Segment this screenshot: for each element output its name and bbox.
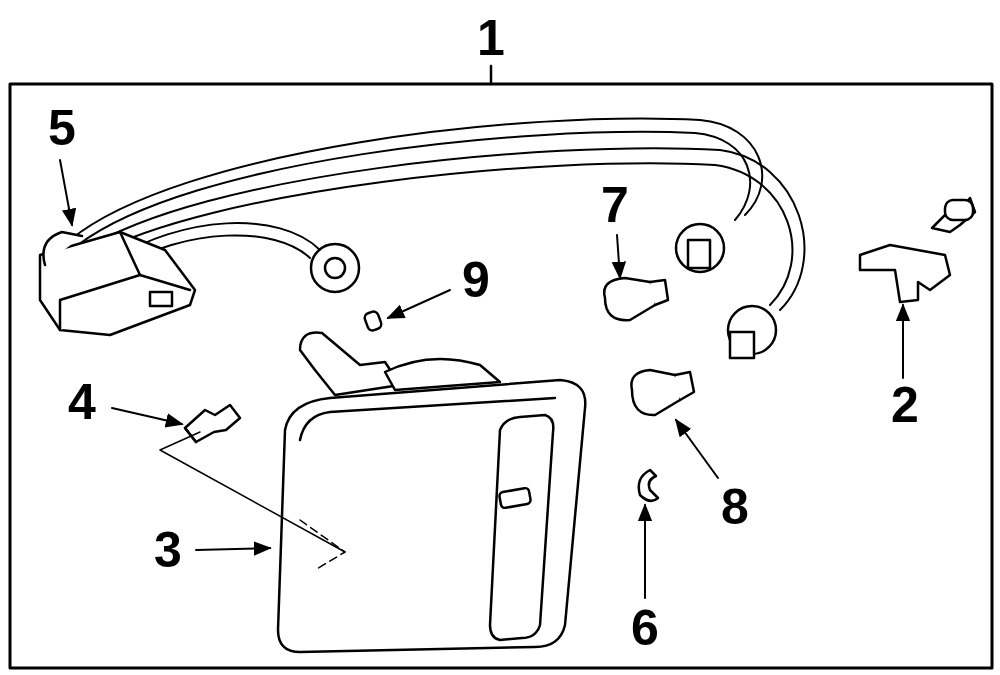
callout-number: 8 [721,482,749,532]
wire-connector [40,232,195,335]
leader-line [60,160,903,598]
bulb-socket [311,224,776,358]
lamp-housing [278,333,585,652]
bracket [860,198,975,302]
callout-number: 3 [154,525,182,575]
callout-number: 6 [631,603,659,653]
assembly-frame [10,84,992,668]
screw [185,405,240,442]
callout-number: 2 [891,380,919,430]
callout-number: 4 [68,377,96,427]
callout-number: 5 [48,103,76,153]
callout-number: 9 [462,255,490,305]
callout-number: 1 [477,13,505,63]
callout-number: 7 [601,180,629,230]
clip [639,470,658,501]
leader-line [490,66,493,84]
